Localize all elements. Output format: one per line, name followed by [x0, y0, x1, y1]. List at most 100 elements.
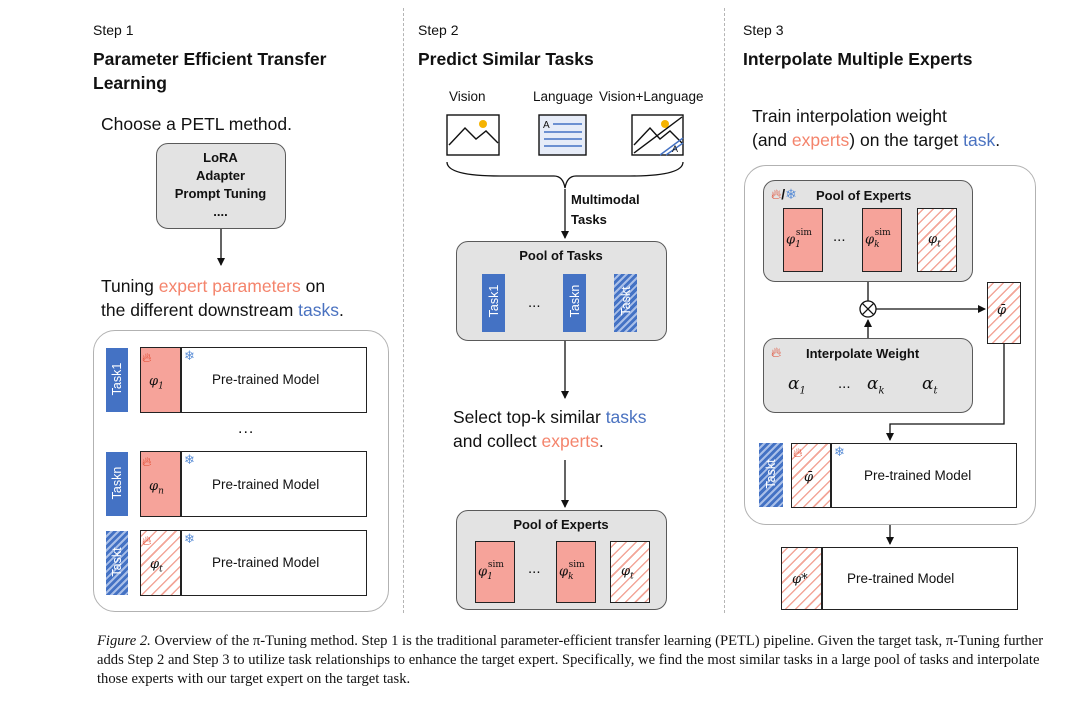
step3-taskt-label: Taskt — [764, 459, 778, 489]
petl-methods-box: LoRA Adapter Prompt Tuning .... — [156, 143, 286, 229]
step1-tune-line2: the different downstream tasks. — [101, 298, 344, 322]
multimodal-tasks-label: Multimodal Tasks — [571, 190, 640, 230]
step2-expert-phit: φt — [610, 541, 650, 603]
method-adapter: Adapter — [195, 168, 246, 183]
step3-model-label: Pre-trained Model — [864, 468, 972, 483]
collect-suffix: . — [598, 431, 604, 451]
step3-container — [744, 165, 1036, 525]
step1-expert-container — [93, 330, 389, 612]
method-more: .... — [213, 204, 228, 219]
task1-label: Task1 — [110, 362, 124, 396]
step2-title: Predict Similar Tasks — [418, 49, 594, 69]
taskn-bar: Taskn — [106, 452, 128, 516]
svg-text:A: A — [672, 144, 678, 154]
alpha-ellipsis: ... — [838, 375, 851, 392]
model-label-t: Pre-trained Model — [212, 555, 320, 570]
step2-pool-experts-title: Pool of Experts — [513, 517, 609, 532]
alpha-1: α1 — [788, 374, 806, 397]
alpha-t: αt — [922, 374, 938, 397]
pool-taskn-label: Taskn — [568, 284, 582, 318]
multimodal-text: Multimodal — [571, 192, 640, 207]
train-highlight2: task — [963, 130, 996, 150]
pool-tasks-title: Pool of Tasks — [519, 248, 603, 263]
model-label-n: Pre-trained Model — [212, 477, 320, 492]
interpolated-expert-phibar: φ̄ — [987, 282, 1021, 344]
caption-text: Overview of the π-Tuning method. Step 1 … — [97, 633, 1044, 687]
step2-expert-phi1-sim: φ1sim — [475, 541, 515, 603]
model-label-1: Pre-trained Model — [212, 372, 320, 387]
final-pretrained-model: Pre-trained Model — [822, 547, 1018, 610]
modality-vision: Vision — [449, 89, 486, 104]
modality-brace — [446, 161, 684, 189]
pool-taskt-label: Taskt — [619, 286, 633, 316]
tune-suffix: on — [300, 276, 326, 296]
final-expert-phistar: φ* — [781, 547, 822, 610]
rows-ellipsis: ... — [238, 420, 255, 437]
select-line: Select top-k similar tasks — [453, 405, 647, 429]
method-prompt-tuning: Prompt Tuning — [174, 186, 267, 201]
step1-title: Parameter Efficient Transfer Learning — [93, 49, 327, 93]
step3-expert-phi1-sim: φ1sim — [783, 208, 823, 272]
step2-expert-phit-symbol: φt — [621, 564, 634, 582]
column-divider-1 — [403, 8, 404, 613]
task1-bar: Task1 — [106, 348, 128, 412]
taskt-label: Taskt — [110, 547, 124, 577]
pool-tasks-ellipsis: ... — [528, 294, 541, 311]
alpha-k: αk — [867, 374, 885, 397]
snowflake-icon: ❄ — [785, 186, 797, 202]
step2-experts-ellipsis: ... — [528, 560, 541, 577]
step3-expert-phibar: φ̄ — [791, 443, 831, 508]
tune-prefix: Tuning — [101, 276, 159, 296]
tune-line2-suffix: . — [339, 300, 344, 320]
svg-text:A: A — [543, 120, 550, 131]
step3-expert-phik-sim-symbol: φksim — [865, 228, 891, 250]
expert-phin: φn — [140, 451, 181, 517]
modality-vision-language: Vision+Language — [599, 89, 704, 104]
step3-phibar-symbol: φ̄ — [804, 470, 814, 485]
select-highlight: tasks — [605, 407, 647, 427]
modality-language: Language — [533, 89, 594, 104]
expert-phi1: φ1 — [140, 347, 181, 413]
step3-expert-phit: φt — [917, 208, 957, 272]
pool-taskn-bar: Taskn — [563, 274, 586, 332]
train-line2: (and experts) on the target task. — [752, 128, 1000, 152]
step3-title: Interpolate Multiple Experts — [743, 49, 973, 69]
method-lora: LoRA — [203, 150, 238, 165]
train-suffix: . — [995, 130, 1001, 150]
pretrained-model-t: Pre-trained Model — [181, 530, 367, 596]
language-document-icon: A — [538, 114, 587, 156]
collect-line: and collect experts. — [453, 429, 604, 453]
expert-phit-symbol: φt — [150, 557, 163, 575]
collect-highlight: experts — [541, 431, 599, 451]
taskn-label: Taskn — [110, 466, 124, 500]
tasks-text: Tasks — [571, 212, 607, 227]
step2-expert-phik-sim: φksim — [556, 541, 596, 603]
train-prefix: (and — [752, 130, 792, 150]
step3-pool-experts-title: Pool of Experts — [816, 188, 912, 203]
pretrained-model-1: Pre-trained Model — [181, 347, 367, 413]
step3-expert-phi1-sim-symbol: φ1sim — [786, 228, 812, 250]
step3-label: Step 3 — [743, 22, 784, 38]
pool-task1-bar: Task1 — [482, 274, 505, 332]
column-divider-2 — [724, 8, 725, 613]
fire-snowflake-icons: 🔥︎/❄ — [771, 186, 797, 202]
tune-highlight: expert parameters — [158, 276, 301, 296]
tune-line2-highlight: tasks — [298, 300, 340, 320]
step1-choose-text: Choose a PETL method. — [101, 114, 292, 134]
taskt-bar: Taskt — [106, 531, 128, 595]
step1-label: Step 1 — [93, 22, 134, 38]
step3-pretrained-model: Pre-trained Model — [831, 443, 1017, 508]
step3-expert-phik-sim: φksim — [862, 208, 902, 272]
step3-experts-ellipsis: ... — [833, 228, 846, 245]
pool-taskt-bar: Taskt — [614, 274, 637, 332]
step1-tune-line1: Tuning expert parameters on — [101, 274, 325, 298]
phistar-symbol: φ* — [792, 572, 808, 587]
step3-expert-phit-symbol: φt — [928, 232, 941, 250]
pretrained-model-n: Pre-trained Model — [181, 451, 367, 517]
step2-expert-phi1-sim-symbol: φ1sim — [478, 560, 504, 582]
caption-label: Figure 2. — [97, 633, 151, 649]
step3-taskt-bar: Taskt — [759, 443, 783, 507]
step2-expert-phik-sim-symbol: φksim — [559, 560, 585, 582]
interp-fire-icon: 🔥︎ — [771, 344, 782, 360]
final-model-label: Pre-trained Model — [847, 571, 955, 586]
